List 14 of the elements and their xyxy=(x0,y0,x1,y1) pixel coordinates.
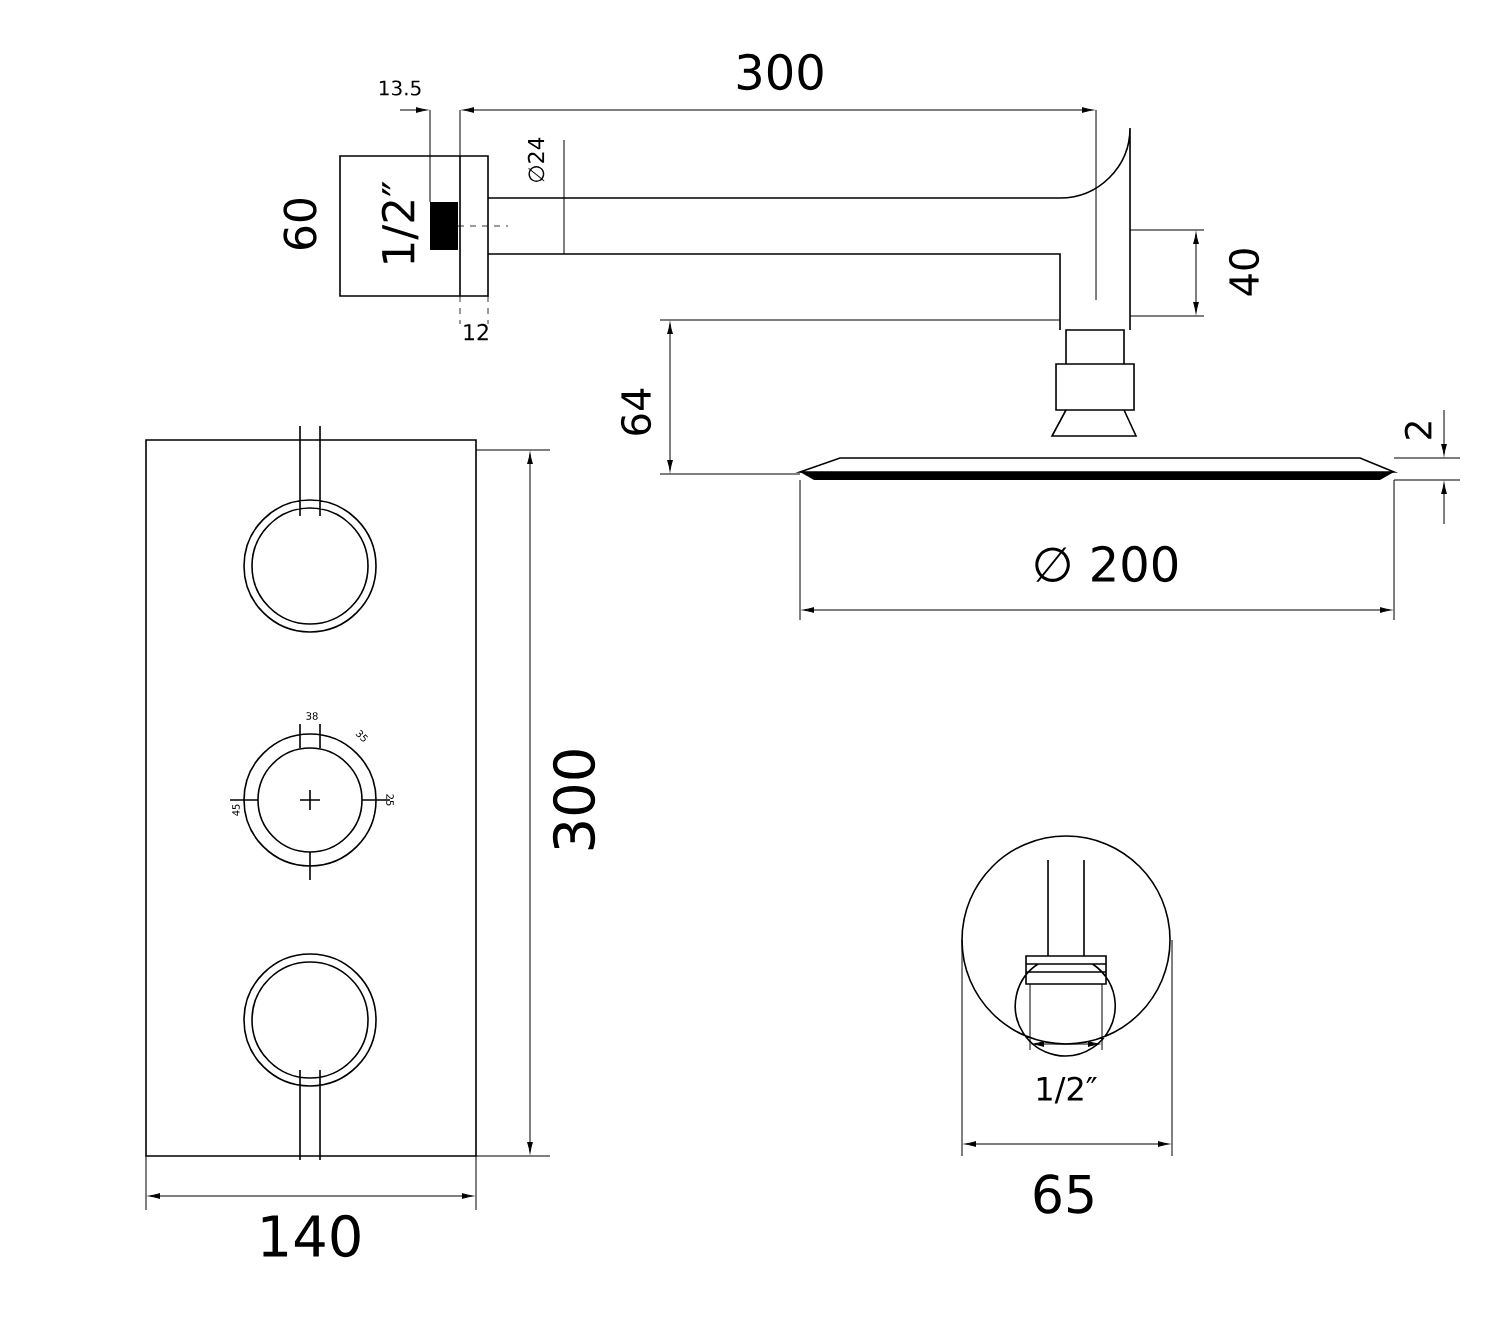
dimension-label: 300 xyxy=(552,750,596,850)
dimension-label: ∅ 200 xyxy=(1035,545,1178,583)
dimension-label: 1/2″ xyxy=(381,181,419,263)
dimension-label: 60 xyxy=(283,198,317,249)
dimension-label: ∅24 xyxy=(527,137,545,182)
dimension-label: 300 xyxy=(737,53,823,91)
dimension-label: 40 xyxy=(1228,249,1260,296)
dimension-label: 65 xyxy=(1034,1174,1093,1214)
dimension-label: 2 xyxy=(1404,422,1432,439)
dimension-label: 140 xyxy=(262,1214,360,1258)
dimension-label: 1/2″ xyxy=(1037,1076,1097,1104)
dimension-label: 64 xyxy=(620,388,652,435)
dimension-label: 13.5 xyxy=(379,80,421,96)
dimension-label: 12 xyxy=(464,323,488,341)
